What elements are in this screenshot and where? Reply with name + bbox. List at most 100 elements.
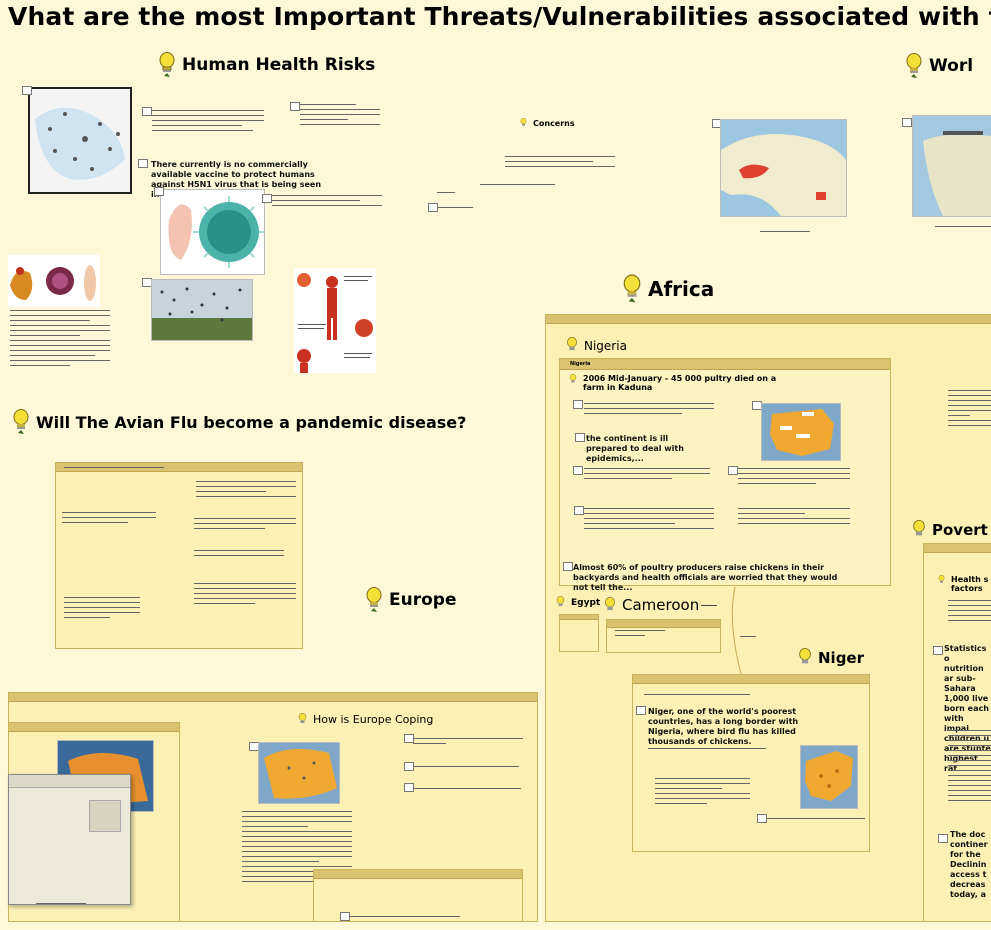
topic-label: Will The Avian Flu become a pandemic dis… <box>36 412 467 432</box>
note-statistics[interactable]: Statistics o nutrition ar sub-Sahara 1,0… <box>944 644 991 773</box>
lightbulb-icon <box>158 52 176 78</box>
lightbulb-icon <box>569 374 577 385</box>
lightbulb-icon <box>604 596 616 614</box>
topic-niger[interactable]: Niger <box>798 648 864 668</box>
note-text-lines <box>615 630 665 640</box>
note-text-lines <box>300 104 380 129</box>
birds-photo[interactable] <box>151 279 253 341</box>
note-text-lines <box>64 597 140 622</box>
topic-egypt[interactable]: Egypt <box>556 596 600 609</box>
panel-titlebar <box>924 544 991 553</box>
topic-label: Povert <box>932 521 988 539</box>
panel-titlebar <box>560 615 598 620</box>
topic-africa[interactable]: Africa <box>622 274 714 304</box>
poverty-panel[interactable] <box>923 543 991 922</box>
lightbulb-icon <box>520 118 527 128</box>
note-icon <box>636 706 646 715</box>
note-icon <box>404 783 414 792</box>
topic-poverty[interactable]: Povert <box>912 520 988 540</box>
egypt-panel[interactable] <box>559 614 599 652</box>
note-health-factors[interactable]: Health s factors <box>938 575 991 593</box>
note-backyards[interactable]: Almost 60% of poultry producers raise ch… <box>573 563 838 592</box>
note-icon <box>573 400 583 409</box>
lightbulb-icon <box>12 409 30 435</box>
body-diagram[interactable] <box>294 268 376 373</box>
topic-europe-coping[interactable]: How is Europe Coping <box>298 713 433 726</box>
note-text-lines <box>350 916 460 921</box>
note-text-lines <box>760 231 810 236</box>
note-icon <box>573 466 583 475</box>
topic-concerns[interactable]: Concerns <box>520 118 575 128</box>
note-text-lines <box>738 508 850 528</box>
nigeria-panel[interactable]: Nigeria <box>559 358 891 586</box>
note-text-lines <box>584 468 710 483</box>
map-thumbnail[interactable] <box>28 87 132 194</box>
note-icon <box>575 433 585 442</box>
panel-titlebar <box>314 870 522 879</box>
note-text-lines <box>62 512 156 527</box>
note-niger-border[interactable]: Niger, one of the world's poorest countr… <box>648 707 799 746</box>
note-text-lines <box>194 550 284 560</box>
page-title: Vhat are the most Important Threats/Vuln… <box>8 2 991 31</box>
note-text-lines <box>437 192 455 197</box>
note-icon <box>290 102 300 111</box>
note-icon <box>902 118 912 127</box>
virus-image[interactable] <box>160 189 265 275</box>
niger-map[interactable] <box>800 745 858 809</box>
topic-human-health[interactable]: Human Health Risks <box>158 52 375 78</box>
animals-image[interactable] <box>8 255 100 307</box>
connector-line <box>731 586 744 682</box>
note-continent[interactable]: the continent is ill prepared to deal wi… <box>586 434 684 463</box>
asia-map[interactable] <box>720 119 847 217</box>
note-icon <box>154 187 164 196</box>
topic-label: Egypt <box>571 597 601 608</box>
note-text-lines <box>196 481 296 501</box>
note-text-lines <box>413 788 521 793</box>
panel-titlebar <box>56 463 302 472</box>
topic-nigeria[interactable]: Nigeria <box>566 337 627 354</box>
topic-world[interactable]: Worl <box>905 53 973 79</box>
note-nigeria-poultry[interactable]: 2006 Mid-January - 45 000 pultry died on… <box>569 374 779 392</box>
lightbulb-icon <box>298 713 307 726</box>
note-text-lines <box>740 636 756 641</box>
note-the-doc[interactable]: The doc continer for the Declinin access… <box>950 830 988 899</box>
overlay-window[interactable] <box>8 774 131 905</box>
lightbulb-icon <box>938 575 945 585</box>
note-icon <box>574 506 584 515</box>
topic-europe[interactable]: Europe <box>365 587 456 613</box>
note-text-lines <box>272 195 382 210</box>
topic-label: Europe <box>389 590 457 610</box>
note-text-lines <box>584 508 714 533</box>
topic-label: Worl <box>929 56 974 76</box>
note-icon <box>428 203 438 212</box>
topic-cameroon[interactable]: Cameroon <box>604 596 718 614</box>
note-text-lines <box>64 467 164 472</box>
note-icon <box>938 834 948 843</box>
nigeria-map[interactable] <box>761 403 841 461</box>
europe-map[interactable] <box>258 742 340 804</box>
note-text-lines <box>438 207 473 212</box>
topic-label: Nigeria <box>584 338 627 353</box>
lightbulb-icon <box>798 648 812 668</box>
note-text-lines <box>242 811 352 886</box>
note-icon <box>138 159 148 168</box>
note-text-lines <box>505 156 615 171</box>
world-map[interactable] <box>912 115 991 217</box>
topic-label: Concerns <box>533 118 575 128</box>
topic-label: How is Europe Coping <box>313 713 434 726</box>
window-preview <box>89 800 121 832</box>
cameroon-panel[interactable] <box>606 619 721 653</box>
note-icon <box>933 646 943 655</box>
note-text-lines <box>644 694 750 699</box>
note-text-lines <box>655 778 750 808</box>
panel-titlebar <box>9 723 179 732</box>
topic-pandemic[interactable]: Will The Avian Flu become a pandemic dis… <box>12 409 466 435</box>
note-icon <box>142 107 152 116</box>
note-text-lines <box>584 403 714 418</box>
note-text-lines <box>648 748 766 753</box>
note-icon <box>757 814 767 823</box>
lightbulb-icon <box>365 587 383 613</box>
note-text-lines <box>738 468 850 488</box>
topic-label: Cameroon <box>622 596 700 614</box>
topic-label: Human Health Risks <box>182 55 376 75</box>
